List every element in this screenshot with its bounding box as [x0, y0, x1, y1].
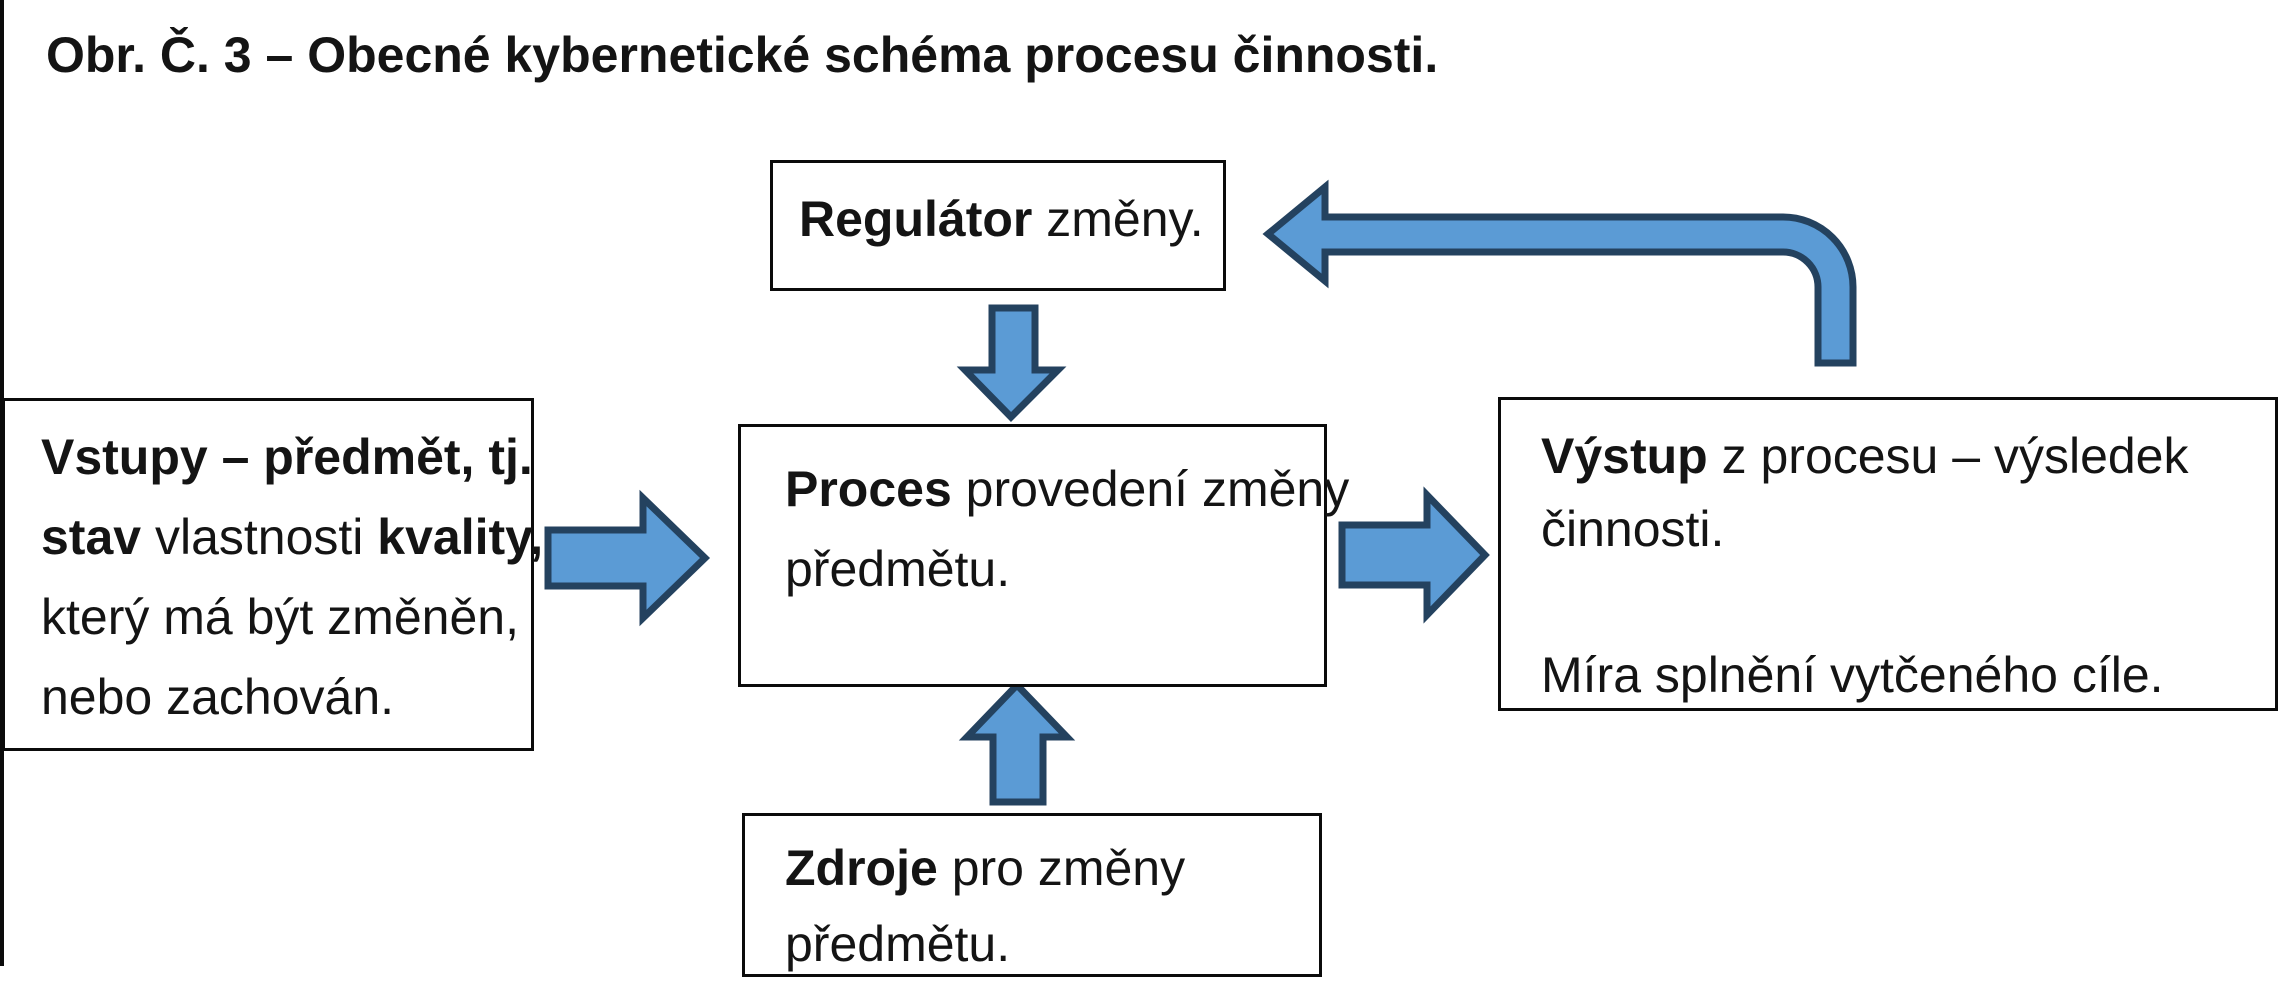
box-output: Výstup z procesu – výsledek činnosti. Mí… [1498, 397, 2278, 711]
text-line: nebo zachován. [41, 669, 395, 725]
text-line: předmětu. [785, 916, 1011, 972]
text-line: Regulátor změny. [799, 191, 1204, 247]
down-arrow-icon-regulator-to-process [956, 304, 1067, 422]
box-resources: Zdroje pro změny předmětu. [742, 813, 1322, 977]
text-line: Míra splnění vytčeného cíle. [1541, 647, 2164, 703]
box-process: Proces provedení změny předmětu. [738, 424, 1350, 687]
box-regulator: Regulátor změny. [770, 160, 1226, 291]
text-line: činnosti. [1541, 501, 1725, 557]
text-line: Proces provedení změny [785, 461, 1350, 517]
text-line: který má být změněn, [41, 589, 519, 645]
text-line: stav vlastnosti kvality, [41, 509, 544, 565]
text-line: předmětu. [785, 541, 1011, 597]
text-line: Zdroje pro změny [785, 840, 1186, 896]
text-line: Výstup z procesu – výsledek [1541, 428, 2189, 484]
box-inputs: Vstupy – předmět, tj. stav vlastnosti kv… [2, 398, 544, 751]
figure-title: Obr. Č. 3 – Obecné kybernetické schéma p… [46, 27, 1439, 83]
bent-arrow-icon-feedback-to-regulator [1262, 179, 1857, 367]
text-line [1541, 566, 2255, 639]
right-arrow-icon-input-to-process [544, 489, 711, 627]
text-line: Vstupy – předmět, tj. [41, 429, 533, 485]
right-arrow-icon-process-to-output [1338, 486, 1490, 624]
up-arrow-icon-resources-to-process [958, 679, 1076, 806]
